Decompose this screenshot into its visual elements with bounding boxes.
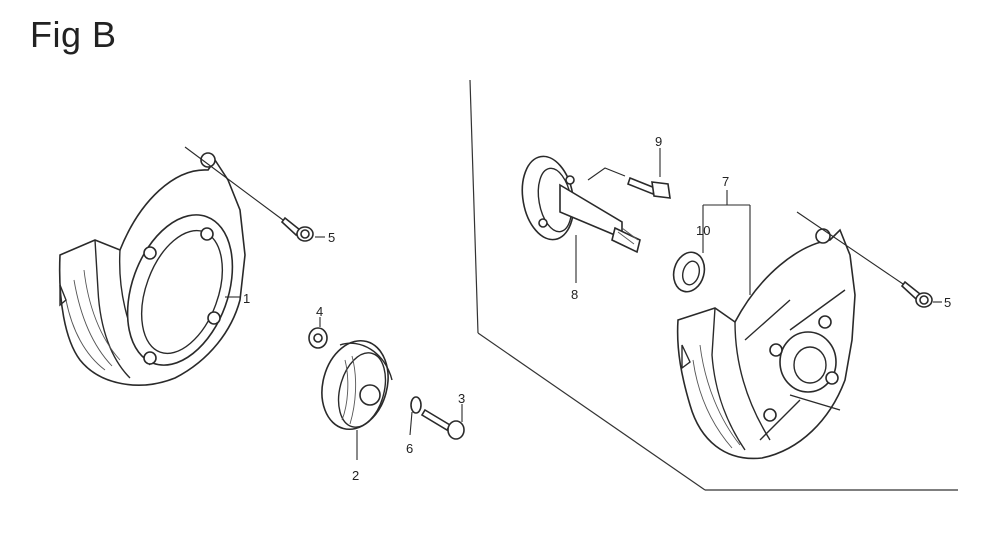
clutch-housing-right bbox=[676, 228, 856, 460]
bolt-left bbox=[184, 146, 325, 242]
callout-5-right: 5 bbox=[944, 295, 951, 310]
callout-6: 6 bbox=[406, 441, 413, 456]
callout-10: 10 bbox=[696, 223, 710, 238]
bolt-right bbox=[796, 211, 942, 308]
screw bbox=[420, 404, 465, 440]
clutch-housing-left bbox=[58, 152, 246, 386]
callout-9: 9 bbox=[655, 134, 662, 149]
washer bbox=[409, 396, 422, 436]
callout-2: 2 bbox=[352, 468, 359, 483]
bolt-9 bbox=[587, 148, 671, 199]
callout-4: 4 bbox=[316, 304, 323, 319]
nut bbox=[308, 317, 328, 349]
figure-title: Fig B bbox=[30, 14, 117, 55]
callout-7: 7 bbox=[722, 174, 729, 189]
drive-shaft bbox=[521, 155, 641, 283]
callout-8: 8 bbox=[571, 287, 578, 302]
bracket-7 bbox=[703, 190, 751, 295]
callout-5-left: 5 bbox=[328, 230, 335, 245]
assembly-frame bbox=[469, 79, 958, 491]
callout-3: 3 bbox=[458, 391, 465, 406]
oil-seal bbox=[672, 205, 706, 293]
clutch-shoe bbox=[321, 339, 393, 460]
callout-1: 1 bbox=[243, 291, 250, 306]
